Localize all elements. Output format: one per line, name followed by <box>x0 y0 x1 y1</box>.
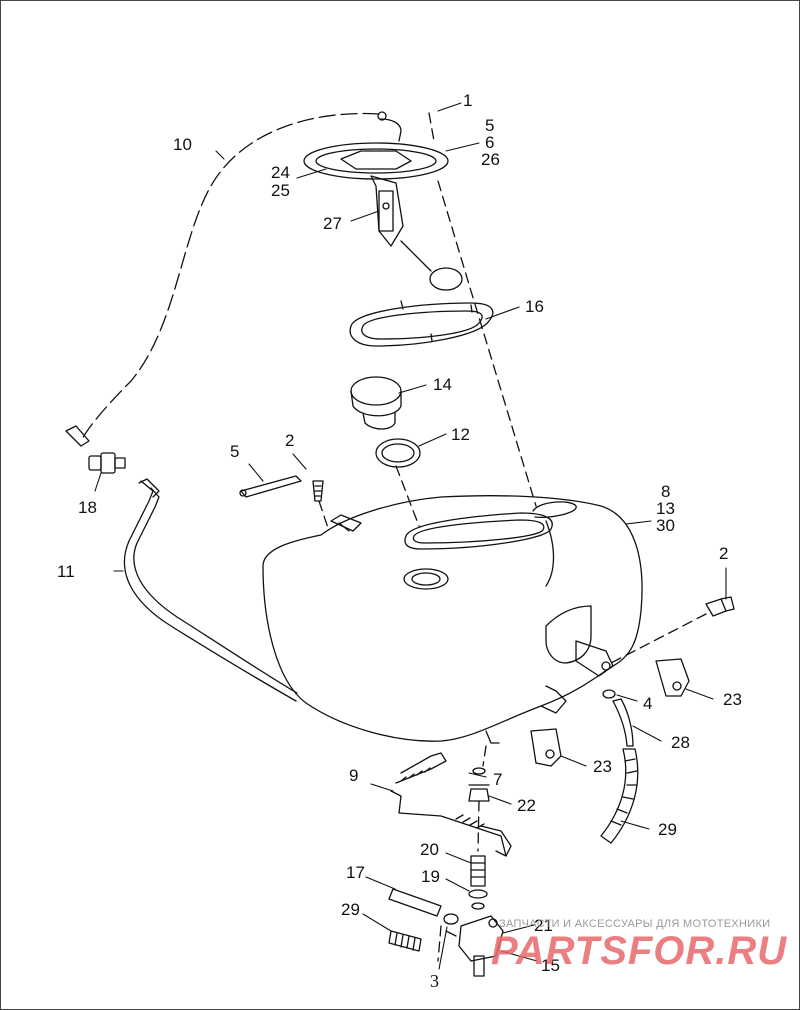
callout-18: 18 <box>78 498 97 517</box>
callout-6: 6 <box>485 133 495 152</box>
callout-24: 24 <box>271 163 290 182</box>
callout-5-top: 5 <box>485 116 495 135</box>
seal-19 <box>468 889 488 910</box>
callout-21: 21 <box>534 916 553 935</box>
hose-29-right <box>600 748 639 844</box>
callout-26: 26 <box>481 150 500 169</box>
fuel-tank <box>262 495 643 744</box>
callout-16: 16 <box>525 297 544 316</box>
seal-ring-12 <box>375 438 421 468</box>
callout-23-lower: 23 <box>593 757 612 776</box>
clamp-3 <box>443 913 459 925</box>
fuel-line-9 <box>390 752 512 857</box>
callout-17: 17 <box>346 863 365 882</box>
callout-28: 28 <box>671 733 690 752</box>
callout-19: 19 <box>421 867 440 886</box>
fuel-valve-15 <box>445 915 504 977</box>
watermark-caption: ЗАПЧАСТИ И АКСЕССУАРЫ ДЛЯ МОТОТЕХНИКИ <box>499 918 771 930</box>
gasket-16 <box>349 300 494 347</box>
fuel-pump-assembly <box>303 111 463 291</box>
screw-2-right <box>705 596 735 617</box>
callout-3: 3 <box>430 971 439 991</box>
callout-25: 25 <box>271 181 290 200</box>
callout-12: 12 <box>451 425 470 444</box>
bracket-23-right <box>655 658 690 697</box>
callout-27: 27 <box>323 214 342 233</box>
callout-13: 13 <box>656 499 675 518</box>
callout-5-left: 5 <box>230 442 240 461</box>
clamp-5 <box>239 475 302 498</box>
screw-2-top <box>312 480 324 502</box>
fitting-22 <box>468 784 490 802</box>
callout-9: 9 <box>349 766 359 785</box>
leader-lines <box>94 102 727 970</box>
callout-29-right: 29 <box>658 820 677 839</box>
hose-28 <box>612 698 634 747</box>
callout-15: 15 <box>541 956 560 975</box>
callout-29-left: 29 <box>341 900 360 919</box>
hose-17 <box>388 888 442 917</box>
hose-10-ends <box>65 425 90 447</box>
callout-1: 1 <box>463 91 473 110</box>
hose-11 <box>123 478 298 702</box>
callout-2-right: 2 <box>719 544 729 563</box>
filler-cap-14 <box>350 376 402 430</box>
callout-4: 4 <box>643 694 653 713</box>
callout-14: 14 <box>433 375 452 394</box>
hose-10 <box>80 112 380 442</box>
callout-10: 10 <box>173 135 192 154</box>
callout-11: 11 <box>57 562 75 581</box>
watermark-logo: PARTSFOR.RU <box>491 929 788 973</box>
o-ring-7 <box>472 767 486 775</box>
callout-7: 7 <box>493 770 503 789</box>
callout-22: 22 <box>517 796 536 815</box>
callout-30: 30 <box>656 516 675 535</box>
strainer-20 <box>470 855 486 887</box>
washer-4 <box>602 689 616 699</box>
alignment-lines <box>318 112 707 962</box>
callout-2-top: 2 <box>285 431 295 450</box>
fitting-18 <box>88 452 126 474</box>
callout-8: 8 <box>661 482 671 501</box>
bracket-23-lower <box>530 728 562 767</box>
hose-29-left <box>388 930 422 952</box>
callout-20: 20 <box>420 840 439 859</box>
callout-23-right: 23 <box>723 690 742 709</box>
